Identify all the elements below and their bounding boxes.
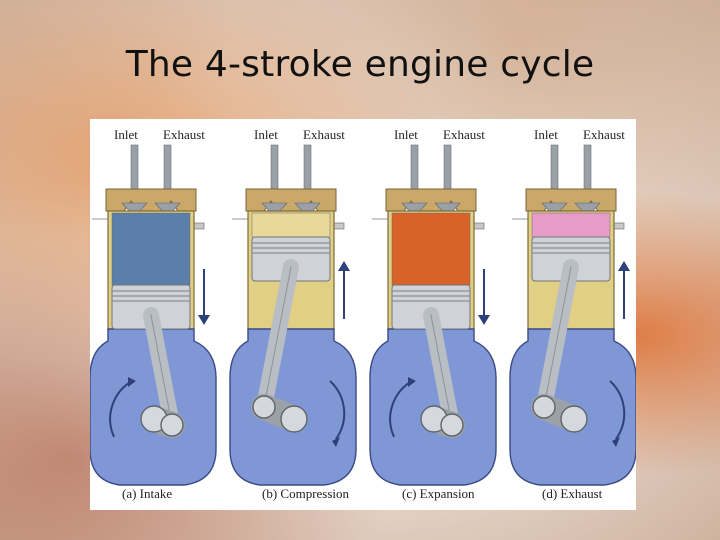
exhaust-label: Exhaust <box>443 127 485 142</box>
rotation-arrow <box>609 380 626 440</box>
stage-caption: (a) Intake <box>122 486 172 501</box>
piston-up-arrow-head <box>618 261 630 271</box>
connecting-rod-edge <box>543 266 572 408</box>
rotation-arrow-head <box>612 437 620 447</box>
piston-up-arrow-head <box>338 261 350 271</box>
rotation-arrow-head <box>408 377 416 387</box>
inlet-label: Inlet <box>114 127 138 142</box>
cylinder-head <box>525 188 617 212</box>
engine-stage-1: Inlet Exhaust (a) Intake <box>90 127 217 501</box>
crank-pin <box>440 413 464 437</box>
stage-caption: (b) Compression <box>262 486 350 501</box>
connecting-rod-edge <box>263 266 292 408</box>
crank-pin <box>252 395 276 419</box>
spark-plug <box>333 222 345 230</box>
connecting-rod-edge <box>430 314 453 426</box>
inlet-label: Inlet <box>254 127 278 142</box>
rotation-arrow <box>329 380 346 440</box>
rotation-arrow <box>389 380 413 438</box>
gas-charge <box>391 212 471 286</box>
rotation-arrow-head <box>128 377 136 387</box>
gas-charge <box>111 212 191 286</box>
slide-title: The 4-stroke engine cycle <box>125 44 595 85</box>
gas-charge <box>251 212 331 238</box>
gas-charge <box>531 212 611 238</box>
exhaust-label: Exhaust <box>303 127 345 142</box>
connecting-rod-edge <box>150 314 173 426</box>
exhaust-label: Exhaust <box>583 127 625 142</box>
piston-down-arrow-head <box>198 315 210 325</box>
spark-plug <box>613 222 625 230</box>
inlet-label: Inlet <box>394 127 418 142</box>
engine-stage-4: Inlet Exhaust (d) Exhaust <box>509 127 636 501</box>
diagram-svg: Inlet Exhaust (a) Intake Inlet Exhaust (b) Co… <box>90 127 636 501</box>
exhaust-label: Exhaust <box>163 127 205 142</box>
engine-stage-3: Inlet Exhaust (c) Expansion <box>369 127 497 501</box>
engine-stage-2: Inlet Exhaust (b) Compression <box>229 127 357 501</box>
engine-cycle-diagram: Inlet Exhaust (a) Intake Inlet Exhaust (b) Co… <box>90 119 636 510</box>
spark-plug <box>473 222 485 230</box>
cylinder-head <box>105 188 197 212</box>
inlet-label: Inlet <box>534 127 558 142</box>
crankshaft <box>280 405 308 433</box>
piston-down-arrow-head <box>478 315 490 325</box>
spark-plug <box>193 222 205 230</box>
rotation-arrow-head <box>332 437 340 447</box>
rotation-arrow <box>109 380 133 438</box>
stage-caption: (c) Expansion <box>402 486 475 501</box>
crank-pin <box>160 413 184 437</box>
cylinder-head <box>245 188 337 212</box>
crankshaft <box>560 405 588 433</box>
cylinder-head <box>385 188 477 212</box>
stage-caption: (d) Exhaust <box>542 486 603 501</box>
crank-pin <box>532 395 556 419</box>
